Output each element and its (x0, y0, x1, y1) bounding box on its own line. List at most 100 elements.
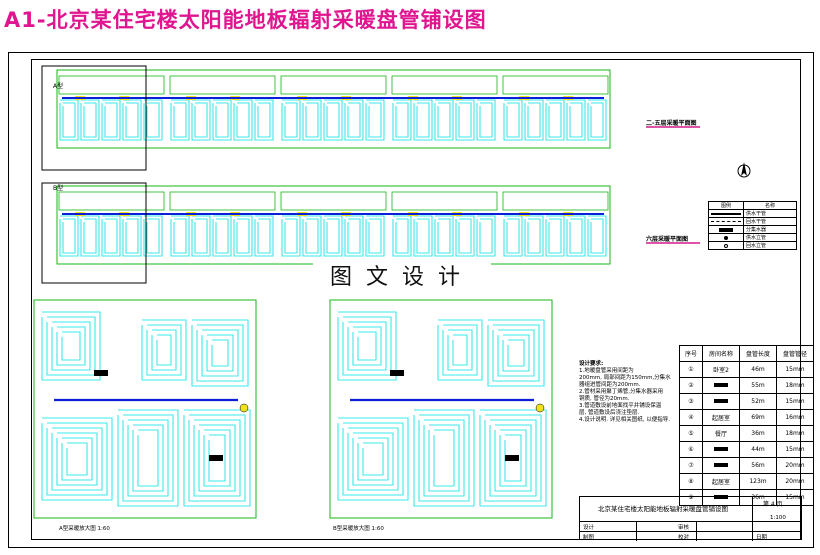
pipe-cell: ⑥ (679, 441, 703, 458)
legend-symbol (708, 217, 744, 226)
pipe-cell: ⑦ (679, 457, 703, 474)
room-outline (169, 75, 276, 95)
heating-coil (59, 215, 79, 257)
detail-frame (41, 182, 147, 284)
legend-symbol (708, 209, 744, 218)
pipe-cell (702, 457, 740, 474)
notes-heading: 设计要求: (579, 361, 604, 367)
heating-coil (281, 99, 301, 141)
heating-coil (302, 215, 322, 257)
room-outline (169, 191, 276, 211)
pipe-cell: 18mm (776, 425, 814, 442)
pipe-header: 盘管长度 (739, 345, 777, 362)
pipe-cell: 18mm (776, 377, 814, 394)
heating-coil (191, 319, 249, 387)
plan2-caption: 六层采暖平面图 (646, 236, 689, 243)
pipe-cell (702, 393, 740, 410)
enlarged-b-caption: B型采暖放大图 1:60 (333, 526, 384, 532)
room-tag (390, 370, 404, 376)
heating-coil (337, 417, 409, 501)
notes-line: 2.管材采用聚丁烯管,分集水器采用 (579, 389, 663, 395)
legend-header-name: 名称 (743, 201, 797, 210)
north-arrow-icon (741, 162, 747, 176)
heating-coil (503, 215, 523, 257)
legend-table: 图例 名称 供水干管 回水干管 分集水器 供水立管 回水立管 (708, 201, 797, 250)
legend-label: 回水立管 (743, 241, 797, 250)
heating-coil (191, 215, 211, 257)
pipe-cell: ③ (679, 393, 703, 410)
heating-coil (545, 99, 565, 141)
notes-line: 层, 管道敷设后浇注垫层. (579, 410, 640, 416)
pipe-cell (702, 441, 740, 458)
heating-coil (487, 319, 545, 387)
room-outline (391, 75, 498, 95)
pipe-cell: ① (679, 361, 703, 378)
notes-line: 1.地暖盘管采用间距为 (579, 368, 634, 374)
plan1-caption: 二-五层采暖平面图 (646, 120, 697, 127)
pipe-cell: 起居室 (702, 473, 740, 490)
heating-coil (413, 215, 433, 257)
enlarged-outline (33, 299, 257, 519)
pipe-cell: 52m (739, 393, 777, 410)
title-block: 北京某住宅楼太阳能地板辐射采暖盘管铺设图 第 4 页 1:100 设计 审核 制… (579, 496, 802, 541)
heating-coil (170, 215, 190, 257)
heating-coil (191, 99, 211, 141)
heating-coil (323, 215, 343, 257)
notes-line: 200mm, 局部间距为150mm,分集水 (579, 375, 671, 381)
title-block-design: 设计 (583, 525, 595, 531)
heating-coil (302, 99, 322, 141)
room-outline (280, 191, 387, 211)
heating-coil (392, 99, 412, 141)
title-block-check: 校对 (678, 535, 690, 541)
pipe-cell (702, 377, 740, 394)
heating-coil (281, 215, 301, 257)
pipe-header: 房间名称 (702, 345, 740, 362)
enlarged-a-caption: A型采暖放大图 1:60 (59, 526, 110, 532)
pipe-cell: 56m (739, 457, 777, 474)
heating-coil (80, 215, 100, 257)
page-title: A1-北京某住宅楼太阳能地板辐射采暖盘管铺设图 (4, 8, 487, 32)
heating-coil (344, 99, 364, 141)
heating-coil (455, 215, 475, 257)
heating-coil (59, 99, 79, 141)
heating-coil (141, 319, 187, 381)
room-outline (280, 75, 387, 95)
notes-line: 3.管道敷设前地面找平并铺设保温 (579, 403, 662, 409)
heating-coil (587, 215, 607, 257)
legend-header-symbol: 图例 (708, 201, 744, 210)
pipe-cell: 起居室 (702, 409, 740, 426)
heating-coil (323, 99, 343, 141)
pipe-cell: 16mm (776, 409, 814, 426)
heating-coil (117, 409, 179, 507)
heating-coil (122, 99, 142, 141)
room-tag (209, 455, 223, 461)
pipe-cell: 餐厅 (702, 425, 740, 442)
pipe-cell: ② (679, 377, 703, 394)
title-block-sheet: 第 4 页 (763, 501, 783, 508)
title-block-review: 审核 (678, 525, 690, 531)
pipe-cell: 36m (739, 425, 777, 442)
detail-frame (41, 65, 147, 171)
pipe-cell: ⑧ (679, 473, 703, 490)
heating-coil (545, 215, 565, 257)
plan-tag-b: B型 (53, 185, 64, 192)
heating-coil (476, 99, 496, 141)
title-block-project: 北京某住宅楼太阳能地板辐射采暖盘管铺设图 (598, 505, 728, 513)
legend-label: 回水干管 (743, 217, 797, 226)
notes-line: 铜质, 管径为20mm. (579, 396, 630, 402)
plan-tag-a: A型 (53, 83, 64, 90)
room-outline (58, 75, 165, 95)
room-outline (502, 75, 609, 95)
heating-coil (455, 99, 475, 141)
heating-coil (476, 215, 496, 257)
pipe-cell: 15mm (776, 361, 814, 378)
legend-label: 供水立管 (743, 233, 797, 242)
legend-symbol (708, 241, 744, 250)
